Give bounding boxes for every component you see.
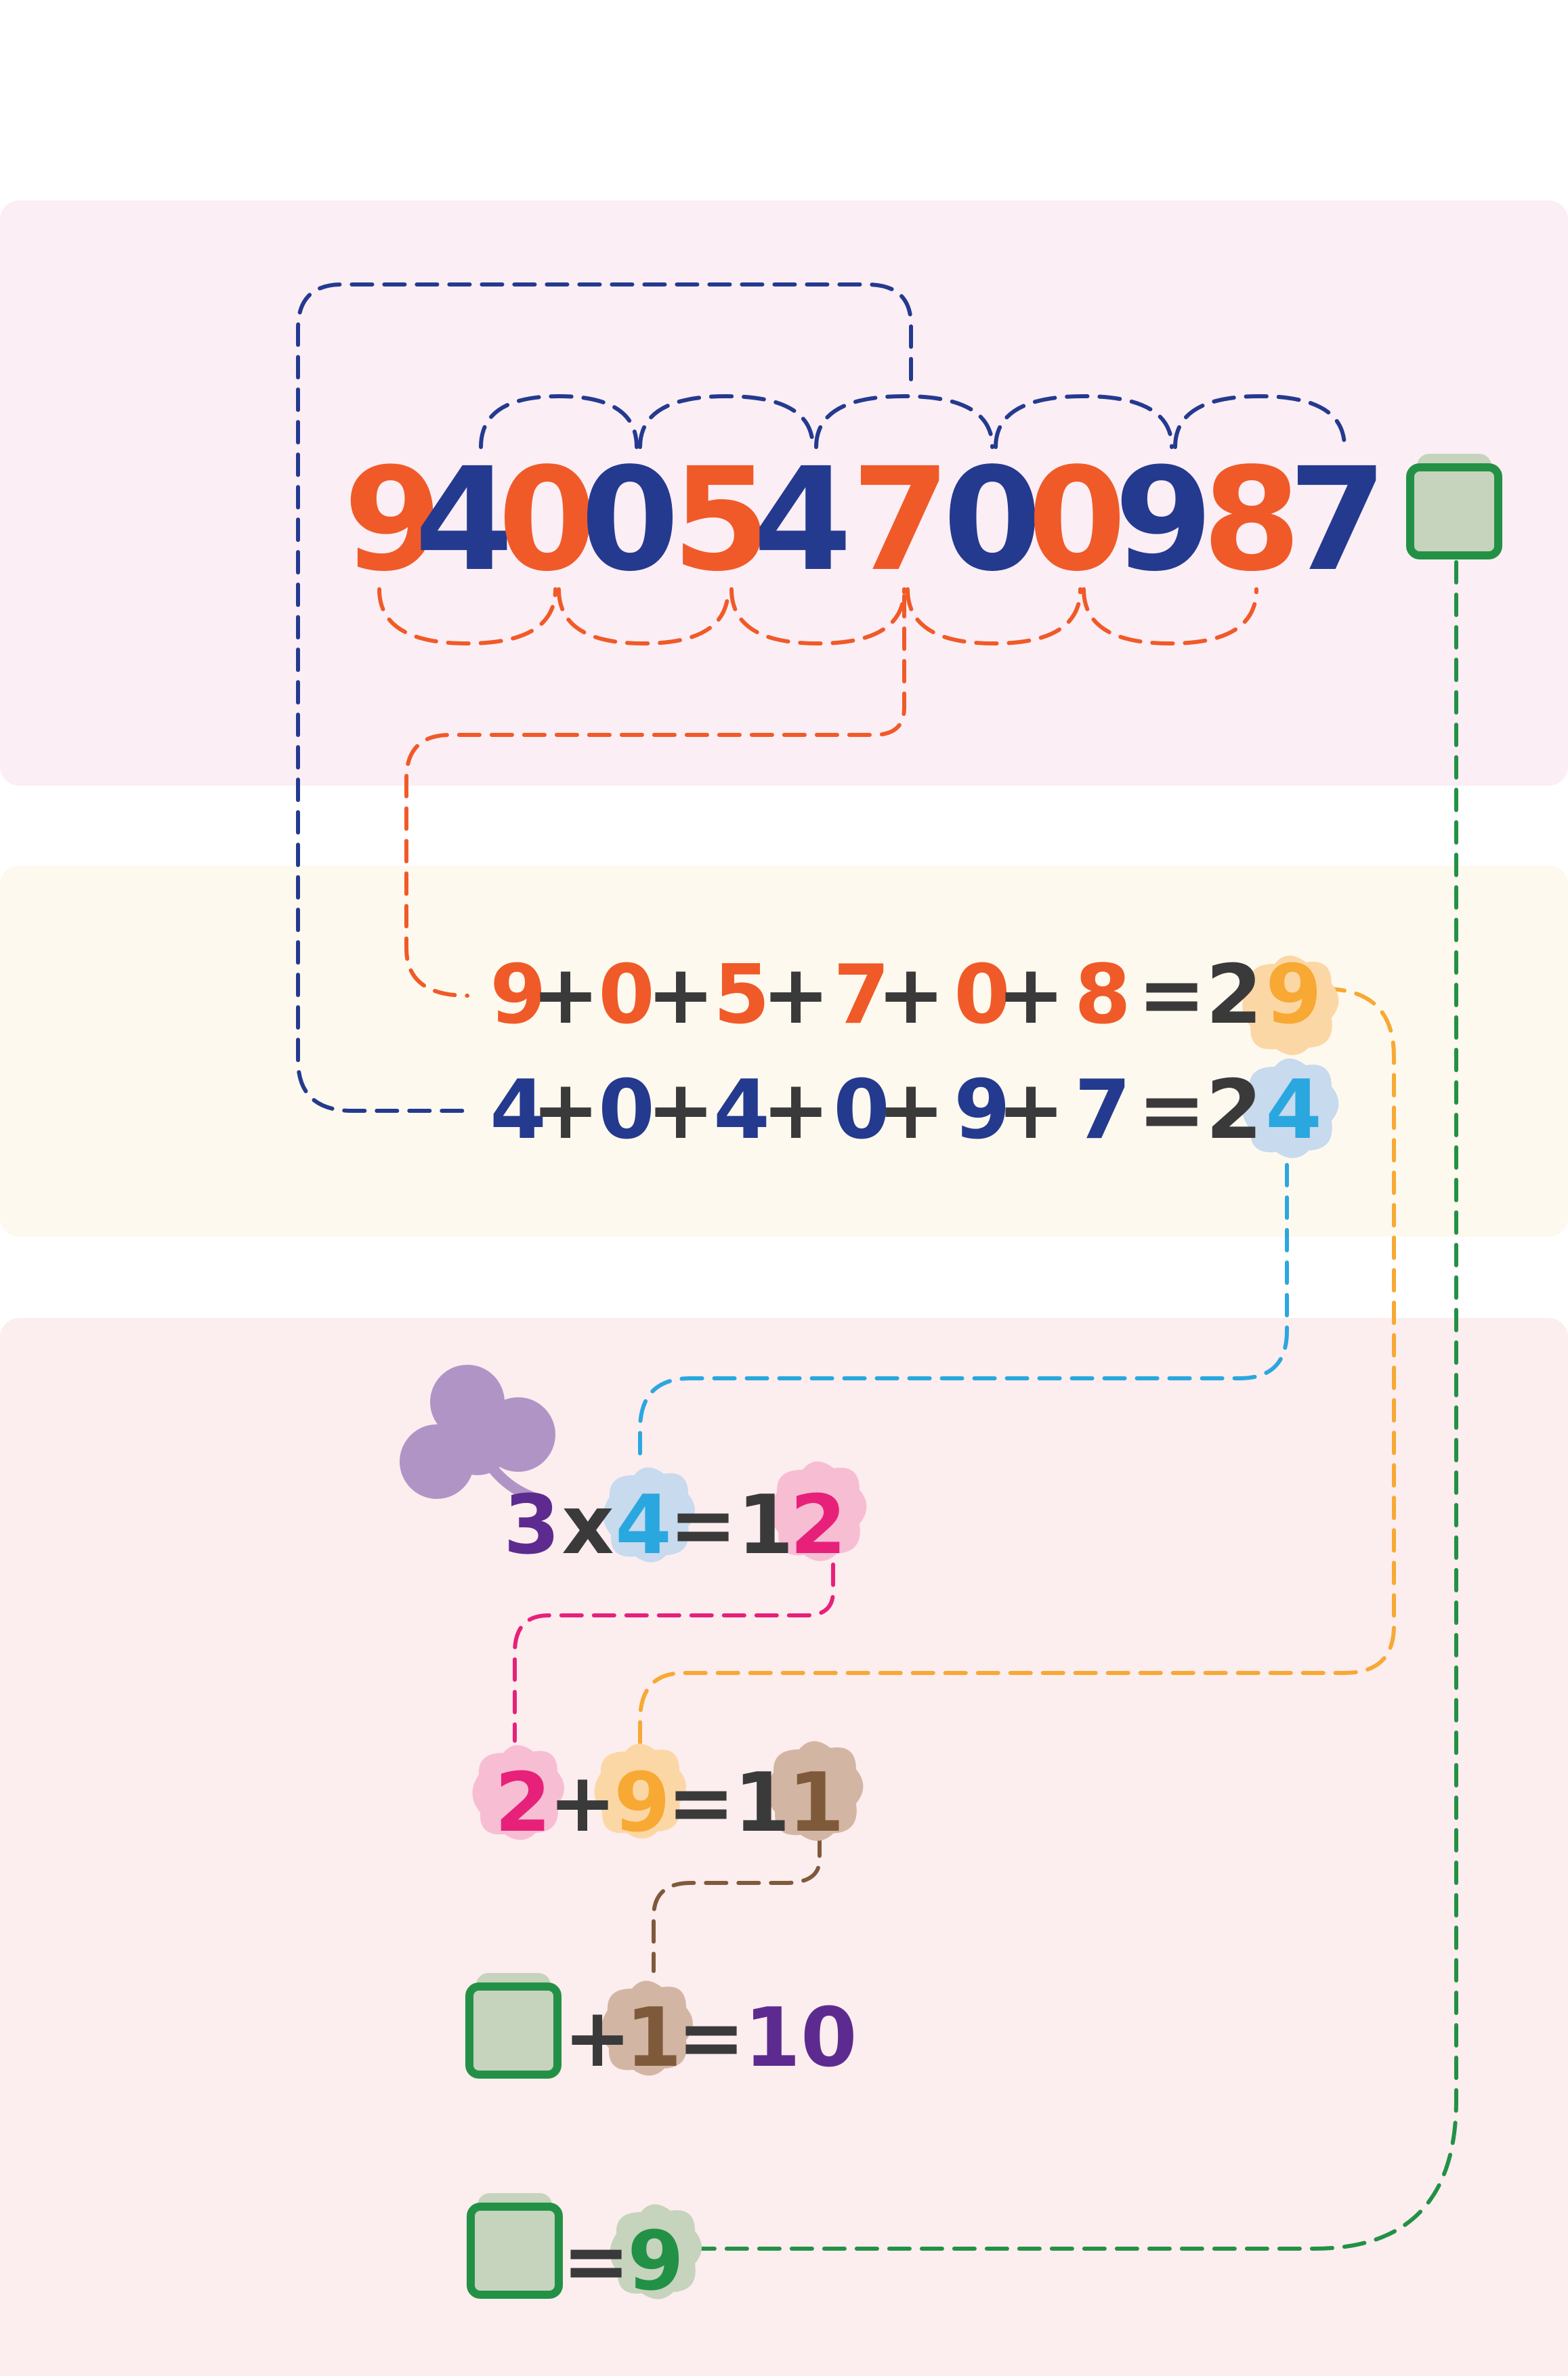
result-box-icon — [467, 2203, 563, 2299]
two-carry-connector — [513, 1563, 835, 1743]
add-token-2: + — [549, 1756, 617, 1850]
digit-7: 7 — [851, 437, 950, 603]
even-digit-arc-1 — [479, 394, 639, 449]
even-sum-token-8: + — [877, 1063, 946, 1158]
digit-8: 0 — [943, 437, 1042, 603]
even-digit-arc-3 — [814, 394, 994, 449]
four-carry-connector — [638, 1163, 1289, 1458]
digit-12: 7 — [1288, 437, 1387, 603]
odd-sum-token-11: 8 — [1074, 948, 1131, 1042]
digit-11: 8 — [1202, 437, 1301, 603]
odd-sum-token-14: 9 — [1265, 948, 1322, 1042]
box-eq-token-3: = — [677, 1991, 746, 2085]
clover-leaf — [444, 1407, 511, 1475]
even-sum-token-1: 4 — [490, 1063, 547, 1158]
odd-digit-arc-1 — [377, 587, 557, 646]
odd-sum-token-6: + — [762, 948, 830, 1042]
digit-9: 0 — [1027, 437, 1126, 603]
result-step: =9 — [562, 2215, 684, 2309]
add-token-6: 1 — [788, 1756, 845, 1850]
multiply-token-5: 1 — [737, 1479, 794, 1573]
digit-6: 4 — [753, 437, 852, 603]
digit-2: 4 — [415, 437, 513, 603]
add-step: 2+9=11 — [494, 1756, 845, 1850]
odd-sum-token-12: = — [1138, 948, 1206, 1042]
even-sum-token-9: 9 — [954, 1063, 1011, 1158]
odd-sum-token-7: 7 — [833, 948, 890, 1042]
add-token-4: = — [667, 1756, 736, 1850]
odd-digit-arc-2 — [557, 587, 730, 646]
digit-3: 0 — [498, 437, 597, 603]
digit-5: 5 — [672, 437, 771, 603]
add-token-1: 2 — [494, 1756, 551, 1850]
result-token-2: 9 — [627, 2215, 684, 2309]
one-carry-connector — [652, 1833, 822, 1973]
odd-digit-arc-4 — [906, 587, 1082, 646]
even-sum-token-6: + — [762, 1063, 830, 1158]
odd-sum-token-4: + — [647, 948, 715, 1042]
odd-digit-arc-3 — [729, 587, 906, 646]
odd-sum-token-1: 9 — [490, 948, 547, 1042]
digit-4: 0 — [580, 437, 679, 603]
odd-digit-arc-5 — [1082, 587, 1258, 646]
clover-stem — [479, 1451, 547, 1506]
even-sum-token-4: + — [647, 1063, 715, 1158]
even-sum-token-7: 0 — [833, 1063, 890, 1158]
even-sum-token-10: + — [997, 1063, 1065, 1158]
odd-sum-token-3: 0 — [598, 948, 655, 1042]
box-eq-token-2: 1 — [625, 1991, 682, 2085]
box-equation-step: +1=10 — [564, 1991, 857, 2085]
section-sums-band — [0, 866, 1568, 1237]
nine-carry-connector — [638, 987, 1396, 1746]
add-token-3: 9 — [614, 1756, 671, 1850]
box-eq-token-1: + — [564, 1991, 632, 2085]
multiply-token-2: x — [561, 1479, 614, 1573]
even-digit-arc-2 — [638, 394, 815, 449]
check-digit-connector — [696, 560, 1458, 2251]
add-token-5: 1 — [734, 1756, 790, 1850]
even-sum-token-14: 4 — [1265, 1063, 1322, 1158]
multiply-token-4: = — [669, 1479, 738, 1573]
unknown-box-icon — [465, 1982, 561, 2079]
even-digit-arc-4 — [994, 394, 1174, 449]
even-sum-token-11: 7 — [1074, 1063, 1131, 1158]
odd-sum-connector — [404, 594, 906, 998]
even-sum-token-2: + — [532, 1063, 600, 1158]
even-sum-token-3: 0 — [598, 1063, 655, 1158]
digit-10: 9 — [1114, 437, 1213, 603]
box-eq-token-4: 10 — [744, 1991, 857, 2085]
even-sum-connector — [296, 282, 913, 1113]
multiply-token-6: 2 — [790, 1479, 847, 1573]
odd-sum-token-5: 5 — [713, 948, 770, 1042]
clover-icon — [400, 1365, 555, 1506]
multiply-token-1: 3 — [503, 1479, 560, 1573]
connector-lines — [296, 282, 1458, 2251]
check-digit-box-icon — [1406, 463, 1502, 559]
odd-sum-token-13: 2 — [1206, 948, 1263, 1042]
even-sum-token-12: = — [1138, 1063, 1206, 1158]
odd-sum-token-8: + — [877, 948, 946, 1042]
section-digits-band — [0, 200, 1568, 786]
even-sum-token-5: 4 — [713, 1063, 770, 1158]
even-digit-arc-5 — [1173, 394, 1347, 449]
odd-sum-token-9: 0 — [954, 948, 1011, 1042]
multiply-token-3: 4 — [615, 1479, 672, 1573]
odd-sum-token-10: + — [997, 948, 1065, 1042]
digit-1: 9 — [343, 437, 442, 603]
odd-sum-token-2: + — [532, 948, 600, 1042]
even-sum-token-13: 2 — [1206, 1063, 1263, 1158]
check-boxes — [465, 454, 1502, 2299]
result-token-1: = — [562, 2215, 631, 2309]
